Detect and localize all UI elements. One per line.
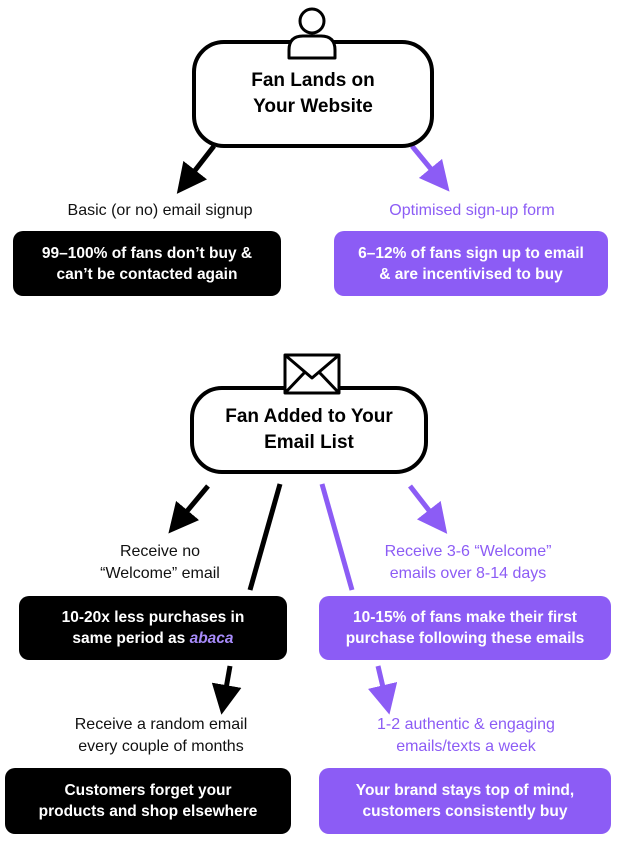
user-icon: [287, 7, 337, 60]
label-optimised-form: Optimised sign-up form: [389, 202, 555, 219]
outcome-less-purchases: 10-20x less purchases in same period as …: [19, 596, 287, 660]
label-engaging-emails: 1-2 authentic & engaging emails/texts a …: [377, 716, 555, 755]
outcome-top-of-mind: Your brand stays top of mind, customers …: [319, 768, 611, 834]
outcome-no-buy: 99–100% of fans don’t buy & can’t be con…: [13, 231, 281, 296]
arrow-left-3: [211, 665, 242, 715]
outcome-less-purchases-text: 10-20x less purchases in same period as …: [61, 609, 245, 647]
brand-highlight: abaca: [189, 630, 234, 647]
label-basic-signup: Basic (or no) email signup: [67, 202, 253, 219]
arrow-right-2: [408, 484, 448, 534]
arrow-right-1: [410, 144, 450, 192]
outcome-customers-forget: Customers forget your products and shop …: [5, 768, 291, 834]
arrow-left-1: [176, 144, 216, 194]
arrow-right-long: [319, 483, 355, 591]
envelope-icon: [283, 353, 341, 395]
arrow-right-3: [367, 665, 398, 715]
node-fan-added: Fan Added to Your Email List: [190, 386, 428, 474]
arrow-left-2: [168, 484, 210, 534]
label-welcome-emails: Receive 3-6 “Welcome” emails over 8-14 d…: [384, 543, 552, 582]
outcome-first-purchase: 10-15% of fans make their first purchase…: [319, 596, 611, 660]
label-no-welcome: Receive no “Welcome” email: [100, 543, 220, 582]
outcome-sign-up: 6–12% of fans sign up to email & are inc…: [334, 231, 608, 296]
arrow-left-long: [247, 483, 283, 591]
label-random-email: Receive a random email every couple of m…: [74, 716, 248, 755]
